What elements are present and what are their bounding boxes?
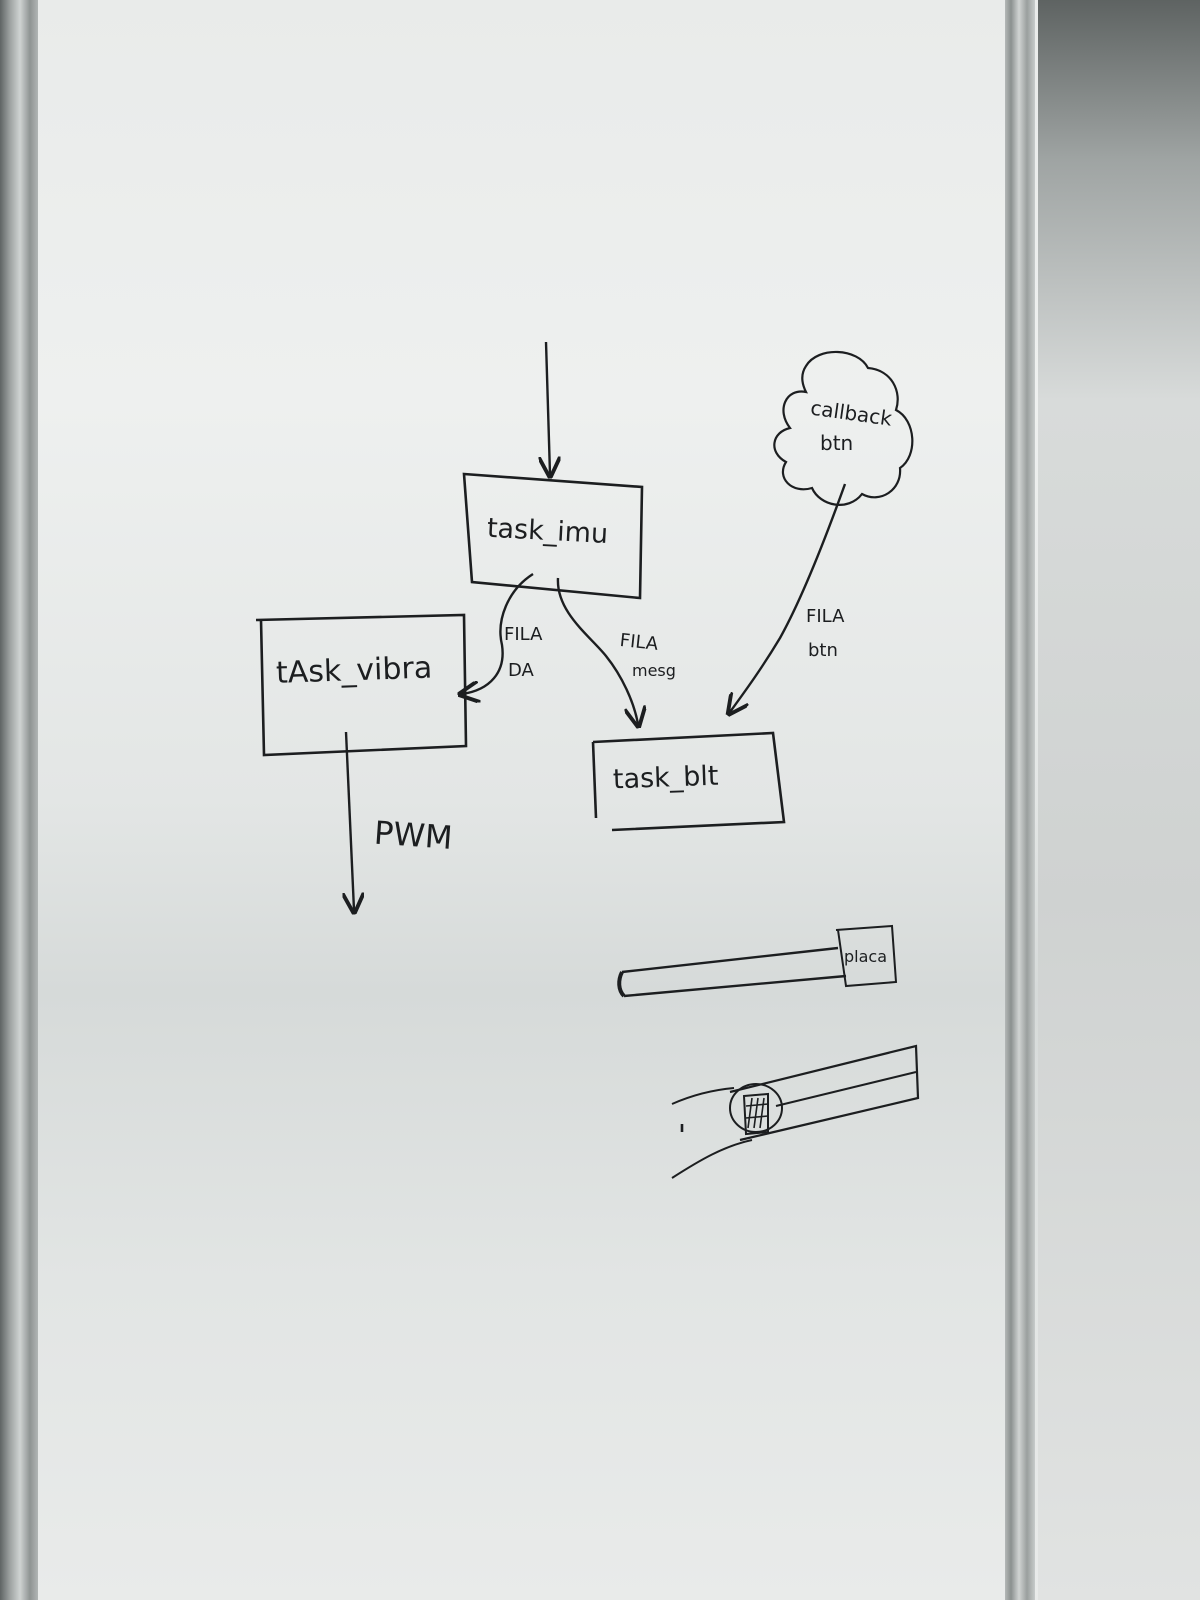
box-task-imu: task_imu xyxy=(462,472,644,600)
cloud-callback-btn-line2: btn xyxy=(820,431,853,455)
arrow-vibra-output xyxy=(346,731,354,910)
cloud-callback-btn: callback btn xyxy=(773,350,914,506)
box-task-blt: task_blt xyxy=(591,731,786,832)
edge-callback-blt-label-line2: btn xyxy=(808,640,838,661)
edge-imu-blt-label-line1: FILA xyxy=(619,630,660,655)
sketch-bar-label: placa xyxy=(844,947,887,966)
box-task-vibra-label: tAsk_vibra xyxy=(275,650,432,690)
arrow-callback-to-blt xyxy=(730,483,847,712)
arrow-imu-to-vibra xyxy=(462,572,534,694)
sketch-lower-bar xyxy=(671,1044,920,1179)
cloud-callback-btn-line1: callback xyxy=(809,396,894,431)
board-frame-right xyxy=(1005,0,1035,1600)
box-task-imu-label: task_imu xyxy=(486,513,609,550)
box-task-blt-label: task_blt xyxy=(612,761,719,796)
board-frame-left xyxy=(0,0,40,1600)
whiteboard xyxy=(38,0,1038,1600)
edge-callback-blt-label-line1: FILA xyxy=(806,606,845,627)
edge-imu-vibra-label-line2: DA xyxy=(508,660,535,681)
arrow-into-task-imu xyxy=(546,341,550,474)
arrow-imu-to-blt xyxy=(556,577,638,724)
sketch-bar: placa xyxy=(617,924,898,998)
edge-imu-blt-label-line2: mesg xyxy=(632,661,676,680)
background-wall xyxy=(1035,0,1200,1600)
edge-imu-vibra-label-line1: FILA xyxy=(504,624,543,645)
box-task-vibra: tAsk_vibra xyxy=(255,613,468,757)
edge-vibra-output-label: PWM xyxy=(373,814,454,857)
